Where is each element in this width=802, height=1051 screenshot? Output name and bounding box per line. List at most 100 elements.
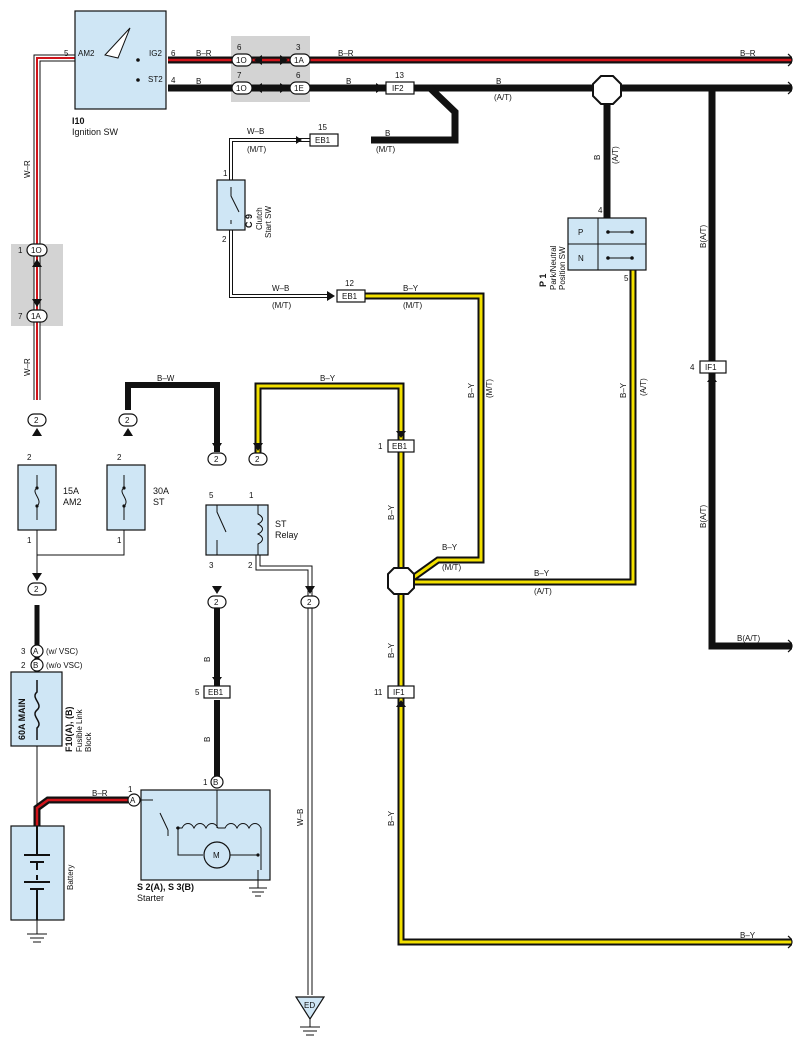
- connector-if1-11-label: IF1: [393, 688, 405, 697]
- wire-continuation-marks: [787, 53, 793, 949]
- connector-top-1o: [231, 53, 262, 67]
- label-mt-5: (M/T): [485, 379, 494, 398]
- fusible-conn-a: [30, 644, 44, 658]
- ig-sw-st2-label: ST2: [148, 75, 163, 84]
- label-b-y-6: B–Y: [534, 569, 550, 578]
- connector-2-st-label: 2: [125, 416, 130, 425]
- relay-name-2: Relay: [275, 530, 299, 540]
- fuse-st-pin-bottom: 1: [117, 536, 122, 545]
- label-mt-6: (M/T): [442, 563, 461, 572]
- connector-eb1-1-label: EB1: [392, 442, 408, 451]
- splice-top-right: [592, 75, 622, 105]
- fusible-rating: 60A MAIN: [17, 698, 27, 740]
- connector-eb1-1: [387, 439, 415, 453]
- ig-sw-pin-st2: 4: [171, 76, 176, 85]
- connector-top-1o-label: 1O: [236, 56, 247, 65]
- connector-2-relay1: [248, 443, 268, 466]
- label-b-r-3: B–R: [740, 49, 756, 58]
- connector-2-fuse-bus: [27, 573, 47, 596]
- connector-eb1-15: [309, 133, 339, 147]
- fusible-ref: F10(A), (B): [64, 707, 74, 753]
- connector-top-pin3: 3: [296, 43, 301, 52]
- battery-label: Battery: [66, 865, 75, 890]
- connector-top-1a-label: 1A: [294, 56, 304, 65]
- label-at-1: (A/T): [494, 93, 512, 102]
- connector-mid-1o-label: 1O: [236, 84, 247, 93]
- fusible-conn-b: [30, 658, 44, 672]
- pn-pin-bottom: 5: [624, 274, 629, 283]
- connector-2-am2: [27, 413, 47, 436]
- ig-sw-pin-am2: 5: [64, 49, 69, 58]
- connector-2-st: [118, 413, 138, 436]
- connector-left-1a-label: 1A: [31, 312, 41, 321]
- label-mt-1: (M/T): [376, 145, 395, 154]
- label-b-at-1: B(A/T): [699, 225, 708, 248]
- connector-mid-pin6: 6: [296, 71, 301, 80]
- wire-w-r: [33, 54, 75, 400]
- label-at-3: (A/T): [639, 378, 648, 396]
- fusible-link-block: [10, 671, 63, 747]
- wire-b-w: [125, 382, 220, 452]
- label-at-4: (A/T): [534, 587, 552, 596]
- wire-b-eb1-15: [371, 85, 459, 144]
- relay-pin5: 5: [209, 491, 214, 500]
- pn-name-2: Position SW: [558, 246, 567, 290]
- pn-ref: P 1: [538, 274, 548, 287]
- label-b-y-4: B–Y: [320, 374, 336, 383]
- relay-pin1: 1: [249, 491, 254, 500]
- fusible-pin-a: 3: [21, 647, 26, 656]
- connector-mid-1e: [280, 81, 311, 95]
- label-at-2: (A/T): [611, 146, 620, 164]
- ig-sw-pin-ig2: 6: [171, 49, 176, 58]
- connector-2-relay1-label: 2: [255, 455, 260, 464]
- label-b-y-5: B–Y: [442, 543, 458, 552]
- connector-eb1-1-pin: 1: [378, 442, 383, 451]
- clutch-ref: C 9: [244, 214, 254, 228]
- connector-left-pin7: 7: [18, 312, 23, 321]
- clutch-start-switch: [216, 179, 246, 231]
- fuse-am2-name: AM2: [63, 497, 82, 507]
- ig-sw-am2-label: AM2: [78, 49, 95, 58]
- fusible-pin-b: 2: [21, 661, 26, 670]
- wire-b-y-mt: [365, 292, 485, 583]
- connector-if1-11-pin: 11: [374, 688, 383, 697]
- connector-2-relay5-label: 2: [214, 455, 219, 464]
- pn-p-label: P: [578, 228, 583, 237]
- fusible-conn-b-label: B: [33, 661, 38, 670]
- label-b-y-1: B–Y: [403, 284, 419, 293]
- pn-pin-top: 4: [598, 206, 603, 215]
- label-w-r-2: W–R: [23, 358, 32, 376]
- fuse-st-rating: 30A: [153, 486, 169, 496]
- label-b-r-2: B–R: [338, 49, 354, 58]
- connector-top-pin6: 6: [237, 43, 242, 52]
- connector-top-1a: [280, 53, 311, 67]
- connector-eb1-15-pin: 15: [318, 123, 327, 132]
- wire-w-b-ground: [255, 555, 313, 995]
- label-b-1: B: [196, 77, 201, 86]
- connector-left-1o: [26, 243, 48, 257]
- connector-left-1o-label: 1O: [31, 246, 42, 255]
- label-w-b-1: W–B: [247, 127, 264, 136]
- label-b-pn: B: [593, 155, 602, 160]
- connector-mid-1e-label: 1E: [294, 84, 304, 93]
- connector-if1-4: [699, 360, 727, 374]
- starter-conn-a-label: A: [130, 796, 136, 805]
- starter: [140, 789, 271, 897]
- label-b-r-1: B–R: [196, 49, 212, 58]
- ground-ed: [294, 996, 326, 1036]
- starter-ref: S 2(A), S 3(B): [137, 882, 194, 892]
- clutch-pin-bottom: 2: [222, 235, 227, 244]
- fusible-note-a: (w/ VSC): [46, 647, 78, 656]
- connector-eb1-5-pin: 5: [195, 688, 200, 697]
- label-b-r-starter: B–R: [92, 789, 108, 798]
- connector-mid-pin7: 7: [237, 71, 242, 80]
- connector-eb1-5: [203, 685, 231, 699]
- battery: [10, 825, 65, 943]
- connector-2-relay2: [300, 586, 320, 609]
- connector-2-relay3: [207, 586, 227, 609]
- starter-conn-b-label: B: [213, 778, 218, 787]
- connector-if2: [385, 81, 415, 95]
- wire-b-y-main: [397, 452, 792, 946]
